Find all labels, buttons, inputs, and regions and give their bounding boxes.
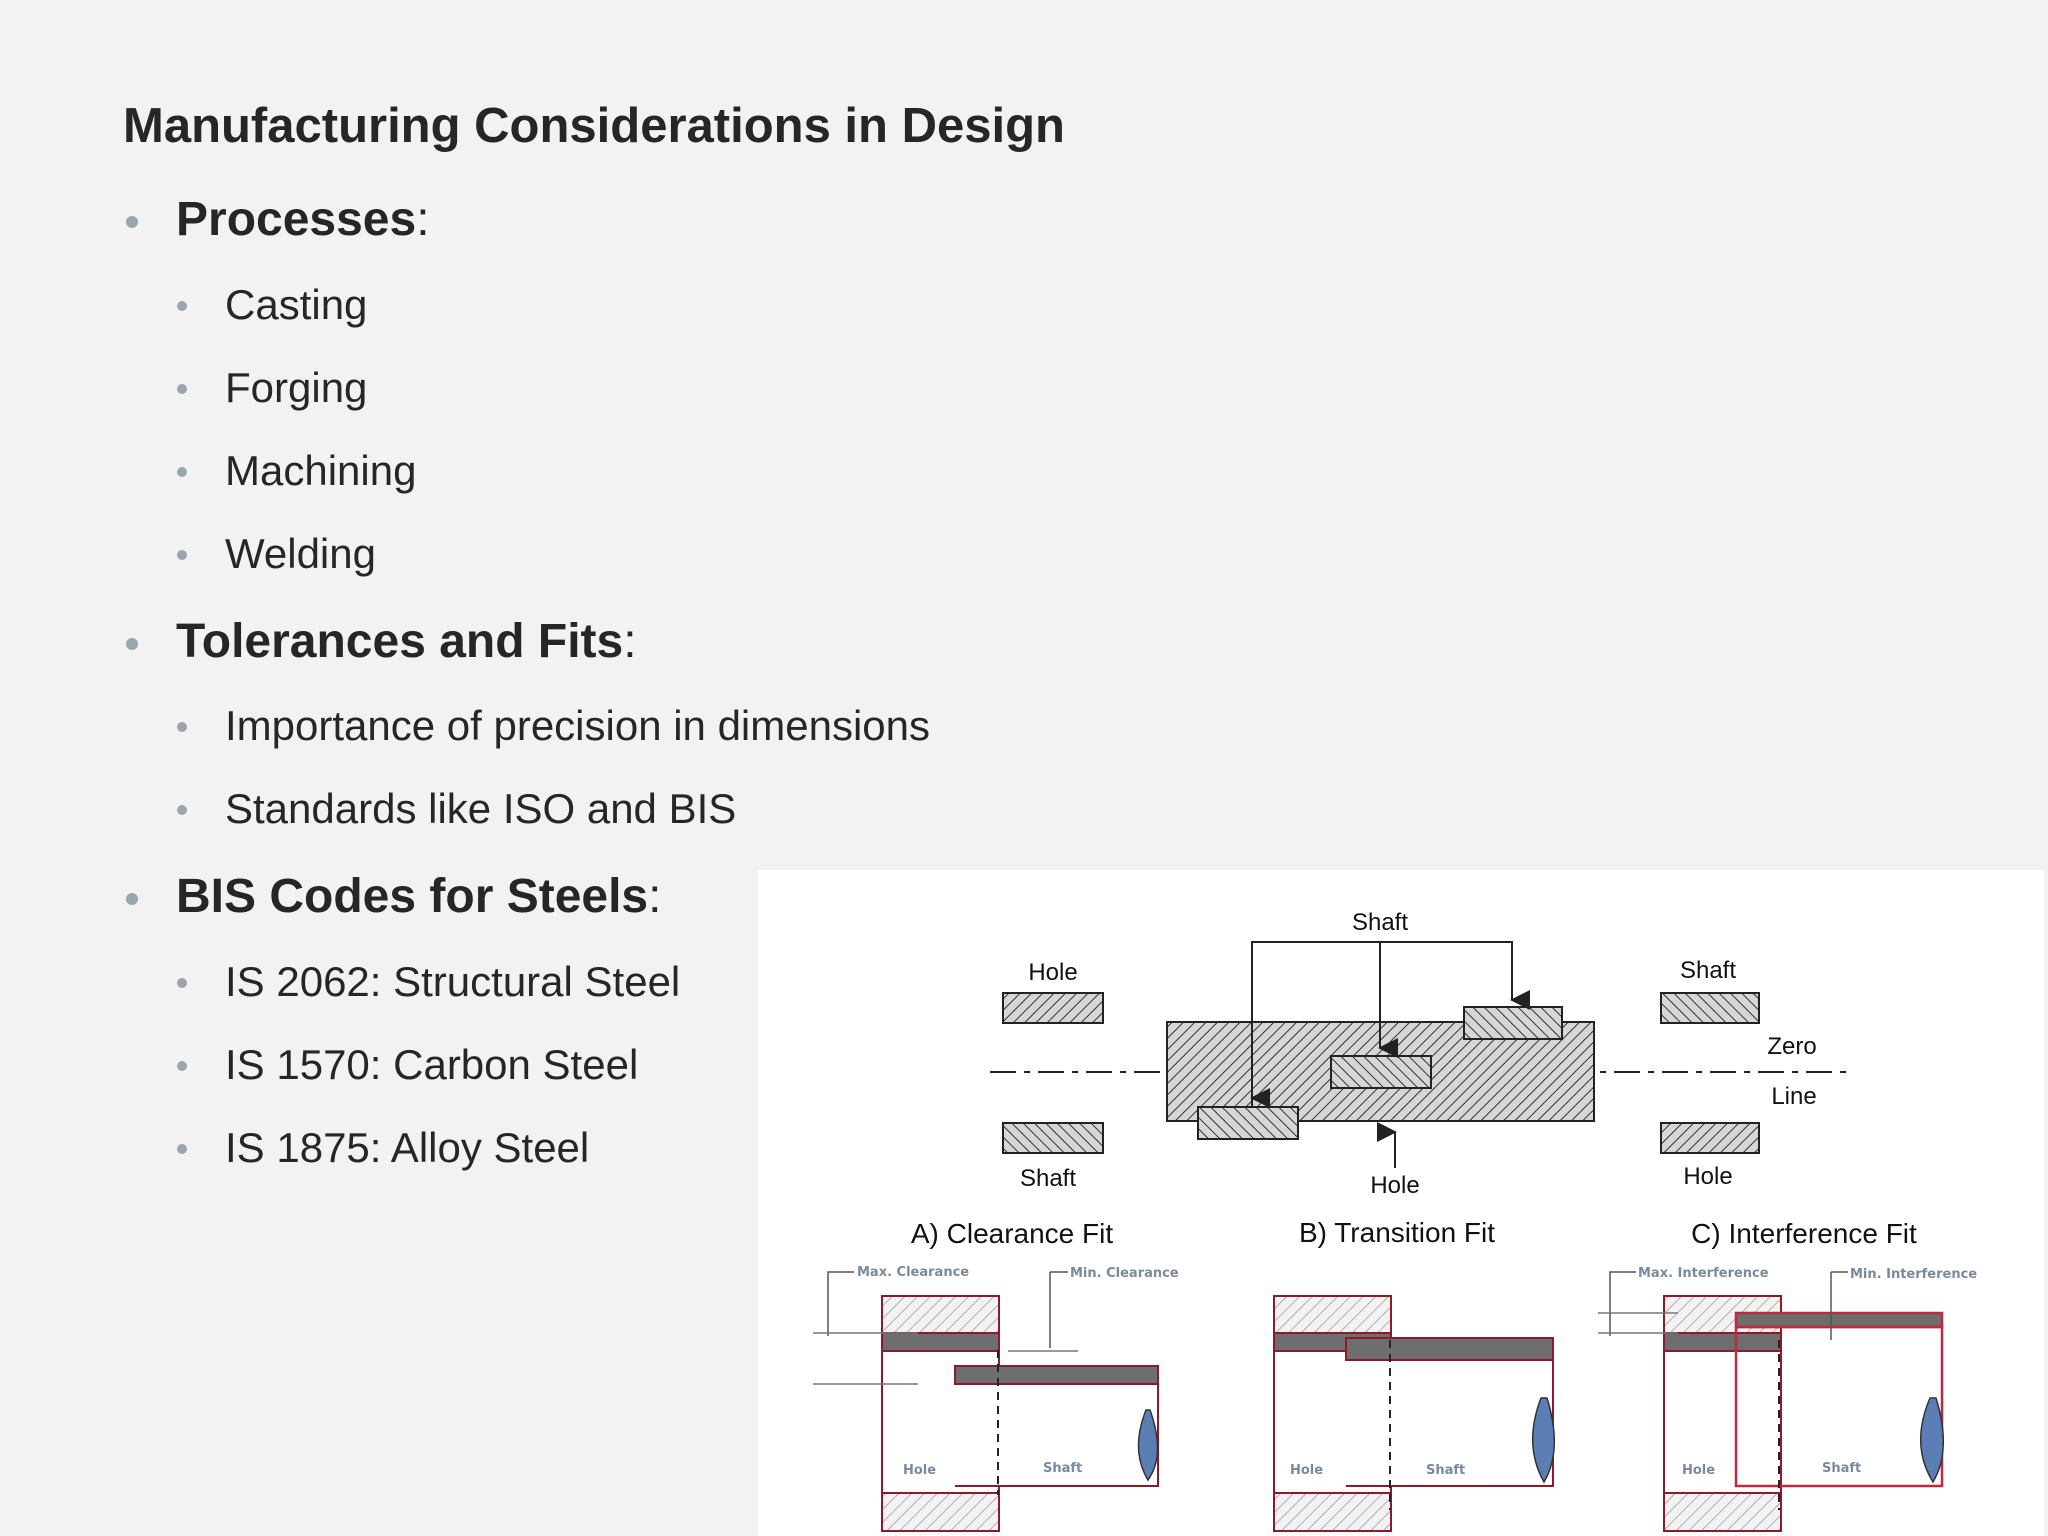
label-hole-left: Hole: [1028, 959, 1077, 986]
bullet-dot: [177, 467, 187, 477]
fits-diagram: Hole Shaft Shaft Hole Shaft Hole Zero Li…: [758, 870, 2044, 1536]
interference-fit-detail: Max. Interference Min. Interference Hole…: [1598, 1266, 1977, 1532]
caption-interference-fit: C) Interference Fit: [1691, 1218, 1917, 1249]
transition-fit-detail: Hole Shaft: [1273, 1295, 1555, 1532]
bullet-dot: [177, 301, 187, 311]
heading-colon: :: [416, 193, 430, 246]
bullet-dot: [126, 216, 138, 228]
heading-colon: :: [648, 870, 662, 923]
bullet-dot: [126, 893, 138, 905]
label-hole: Hole: [1682, 1463, 1715, 1478]
label-min-interference: Min. Interference: [1850, 1267, 1977, 1282]
bullet-dot: [177, 978, 187, 988]
label-min-clearance: Min. Clearance: [1070, 1266, 1179, 1281]
bullet-item-text: Forging: [225, 364, 368, 411]
bullet-dot: [177, 1144, 187, 1154]
bullet-item-text: IS 1875: Alloy Steel: [225, 1124, 590, 1171]
caption-clearance-fit: A) Clearance Fit: [911, 1218, 1114, 1249]
label-shaft: Shaft: [1426, 1463, 1465, 1478]
bullet-item-text: IS 2062: Structural Steel: [225, 958, 681, 1005]
bullet-item-text: Machining: [225, 447, 417, 494]
shaft-low-rect: [1197, 1106, 1299, 1140]
bullet-dot: [177, 1061, 187, 1071]
hole-right-rect: [1660, 1122, 1760, 1154]
label-shaft-right: Shaft: [1680, 957, 1736, 984]
shaft-mid-rect: [1330, 1055, 1432, 1089]
label-shaft: Shaft: [1822, 1461, 1861, 1476]
clearance-fit-detail: Max. Clearance Min. Clearance Hole Shaft: [813, 1265, 1179, 1532]
fits-diagram-svg: Hole Shaft Shaft Hole Shaft Hole Zero Li…: [813, 909, 1977, 1532]
bullet-item-text: Casting: [225, 281, 368, 328]
bullet-item-text: Importance of precision in dimensions: [225, 702, 931, 749]
label-hole-right: Hole: [1683, 1163, 1732, 1190]
label-shaft-left: Shaft: [1020, 1165, 1076, 1192]
bullet-dot: [177, 805, 187, 815]
hole-left-rect: [1002, 992, 1104, 1024]
label-shaft-top: Shaft: [1352, 909, 1408, 936]
label-shaft: Shaft: [1043, 1461, 1082, 1476]
shaft-left-rect: [1002, 1122, 1104, 1154]
label-hole-center: Hole: [1370, 1172, 1419, 1199]
shaft-right-rect: [1660, 992, 1760, 1024]
label-hole: Hole: [903, 1463, 936, 1478]
bullet-item-text: Standards like ISO and BIS: [225, 785, 737, 832]
heading-label: Processes: [176, 193, 417, 246]
shaft-high-rect: [1463, 1006, 1563, 1040]
slide-title: Manufacturing Considerations in Design: [123, 99, 1065, 153]
caption-transition-fit: B) Transition Fit: [1299, 1217, 1495, 1248]
heading-label: Tolerances and Fits: [176, 615, 624, 668]
bullet-dot: [177, 722, 187, 732]
bullet-item-text: Welding: [225, 530, 376, 577]
bullet-dot: [177, 384, 187, 394]
heading-label: BIS Codes for Steels: [176, 870, 649, 923]
label-zero: Zero: [1767, 1033, 1816, 1060]
label-line: Line: [1771, 1083, 1816, 1110]
label-max-interference: Max. Interference: [1638, 1266, 1769, 1281]
bullet-item-text: IS 1570: Carbon Steel: [225, 1041, 639, 1088]
bullet-dot: [177, 550, 187, 560]
bullet-dot: [126, 638, 138, 650]
label-hole: Hole: [1290, 1463, 1323, 1478]
label-max-clearance: Max. Clearance: [857, 1265, 969, 1280]
heading-colon: :: [623, 615, 637, 668]
